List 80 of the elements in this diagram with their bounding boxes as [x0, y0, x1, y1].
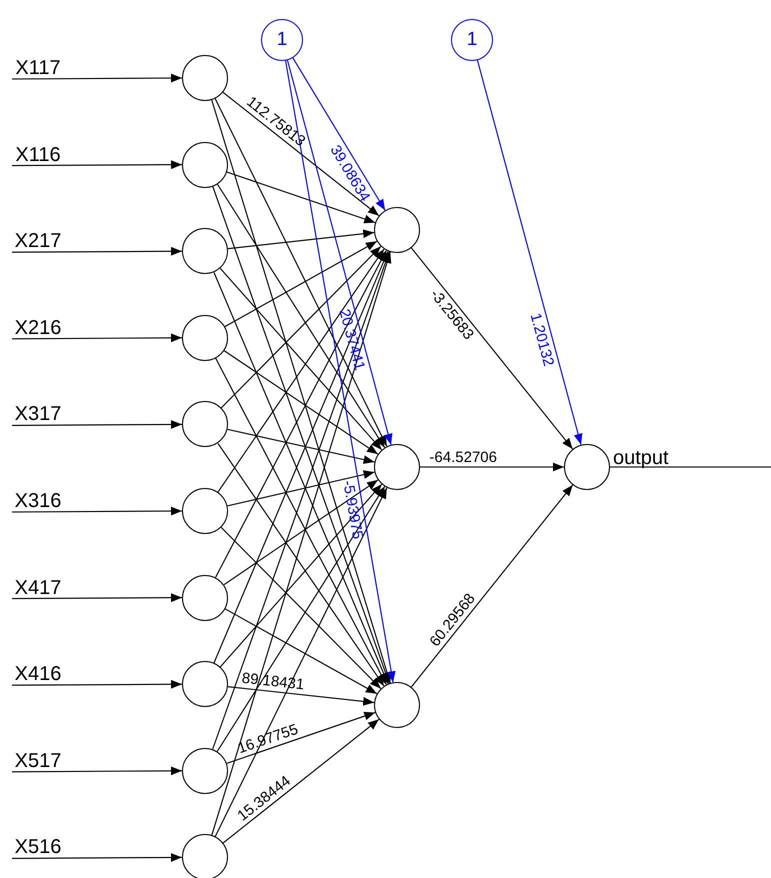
arrow	[12, 74, 182, 82]
bias-value: 1	[466, 29, 478, 51]
input-label: X316	[14, 491, 62, 511]
input-label: X517	[14, 750, 62, 771]
weight-label: -5.93975	[340, 480, 366, 540]
input-label: X117	[14, 58, 62, 78]
arrow	[12, 246, 182, 256]
arrow	[224, 240, 378, 328]
arrow	[226, 172, 376, 224]
arrow	[292, 58, 386, 211]
arrow	[286, 60, 392, 445]
neuron-circle	[182, 55, 228, 101]
arrow	[212, 186, 390, 684]
neuron-circle	[182, 314, 228, 361]
arrow	[214, 487, 388, 837]
weight-label: -64.52706	[429, 450, 497, 465]
weight-label: 20.37441	[336, 308, 368, 372]
arrow	[12, 593, 182, 602]
arrow	[12, 853, 182, 862]
weight-label: 1.20132	[528, 312, 556, 368]
input-label: X317	[14, 404, 62, 424]
bias-value: 1	[276, 29, 288, 51]
neuron-circle	[182, 574, 228, 621]
arrow	[410, 248, 574, 450]
neuron-circle	[374, 207, 420, 253]
arrow	[226, 712, 376, 764]
arrow	[220, 526, 382, 690]
neuron-circle	[182, 488, 228, 534]
arrow	[476, 60, 582, 445]
neuron-circle	[182, 142, 228, 188]
arrow	[220, 246, 382, 408]
arrow	[12, 333, 182, 342]
arrow	[228, 686, 374, 706]
arrow	[215, 250, 387, 578]
input-label: X416	[14, 664, 62, 684]
bias-circle	[451, 19, 493, 61]
input-label: X116	[14, 144, 62, 165]
arrow	[218, 443, 384, 686]
arrow	[227, 428, 375, 464]
arrow	[222, 92, 380, 216]
arrow	[220, 268, 382, 450]
neuron-circle	[182, 661, 228, 708]
arrow	[224, 479, 378, 586]
arrow	[216, 184, 386, 448]
arrow	[220, 484, 382, 668]
arrow	[224, 608, 378, 694]
arrow	[216, 486, 386, 752]
arrow	[12, 160, 182, 170]
neuron-circle	[182, 228, 228, 274]
arrow	[215, 358, 387, 685]
arrow	[218, 248, 384, 492]
arrow	[214, 98, 388, 447]
arrow	[12, 506, 182, 516]
arrow	[227, 470, 375, 506]
arrow	[12, 766, 182, 776]
arrow	[212, 252, 390, 750]
output-line	[610, 466, 771, 468]
arrow	[211, 100, 392, 684]
neuron-circle	[374, 682, 420, 728]
weight-label: 89.18431	[240, 671, 305, 693]
arrow	[228, 229, 374, 250]
arrow	[420, 462, 564, 472]
neuron-circle	[182, 748, 228, 794]
neuron-circle	[182, 401, 228, 448]
neuron-circle	[182, 834, 228, 878]
bias-circle	[261, 19, 303, 61]
input-label: X516	[14, 837, 62, 858]
input-label: X217	[14, 231, 62, 252]
neuron-circle	[564, 444, 610, 490]
arrow	[222, 718, 380, 844]
output-label: output	[613, 448, 669, 468]
input-label: X216	[14, 318, 62, 338]
arrow	[410, 484, 574, 688]
arrow	[12, 680, 182, 689]
input-label: X417	[14, 578, 62, 598]
arrow	[285, 60, 396, 682]
arrow	[211, 252, 392, 836]
neuron-circle	[374, 444, 420, 490]
arrow	[224, 350, 378, 455]
arrow	[12, 420, 182, 429]
